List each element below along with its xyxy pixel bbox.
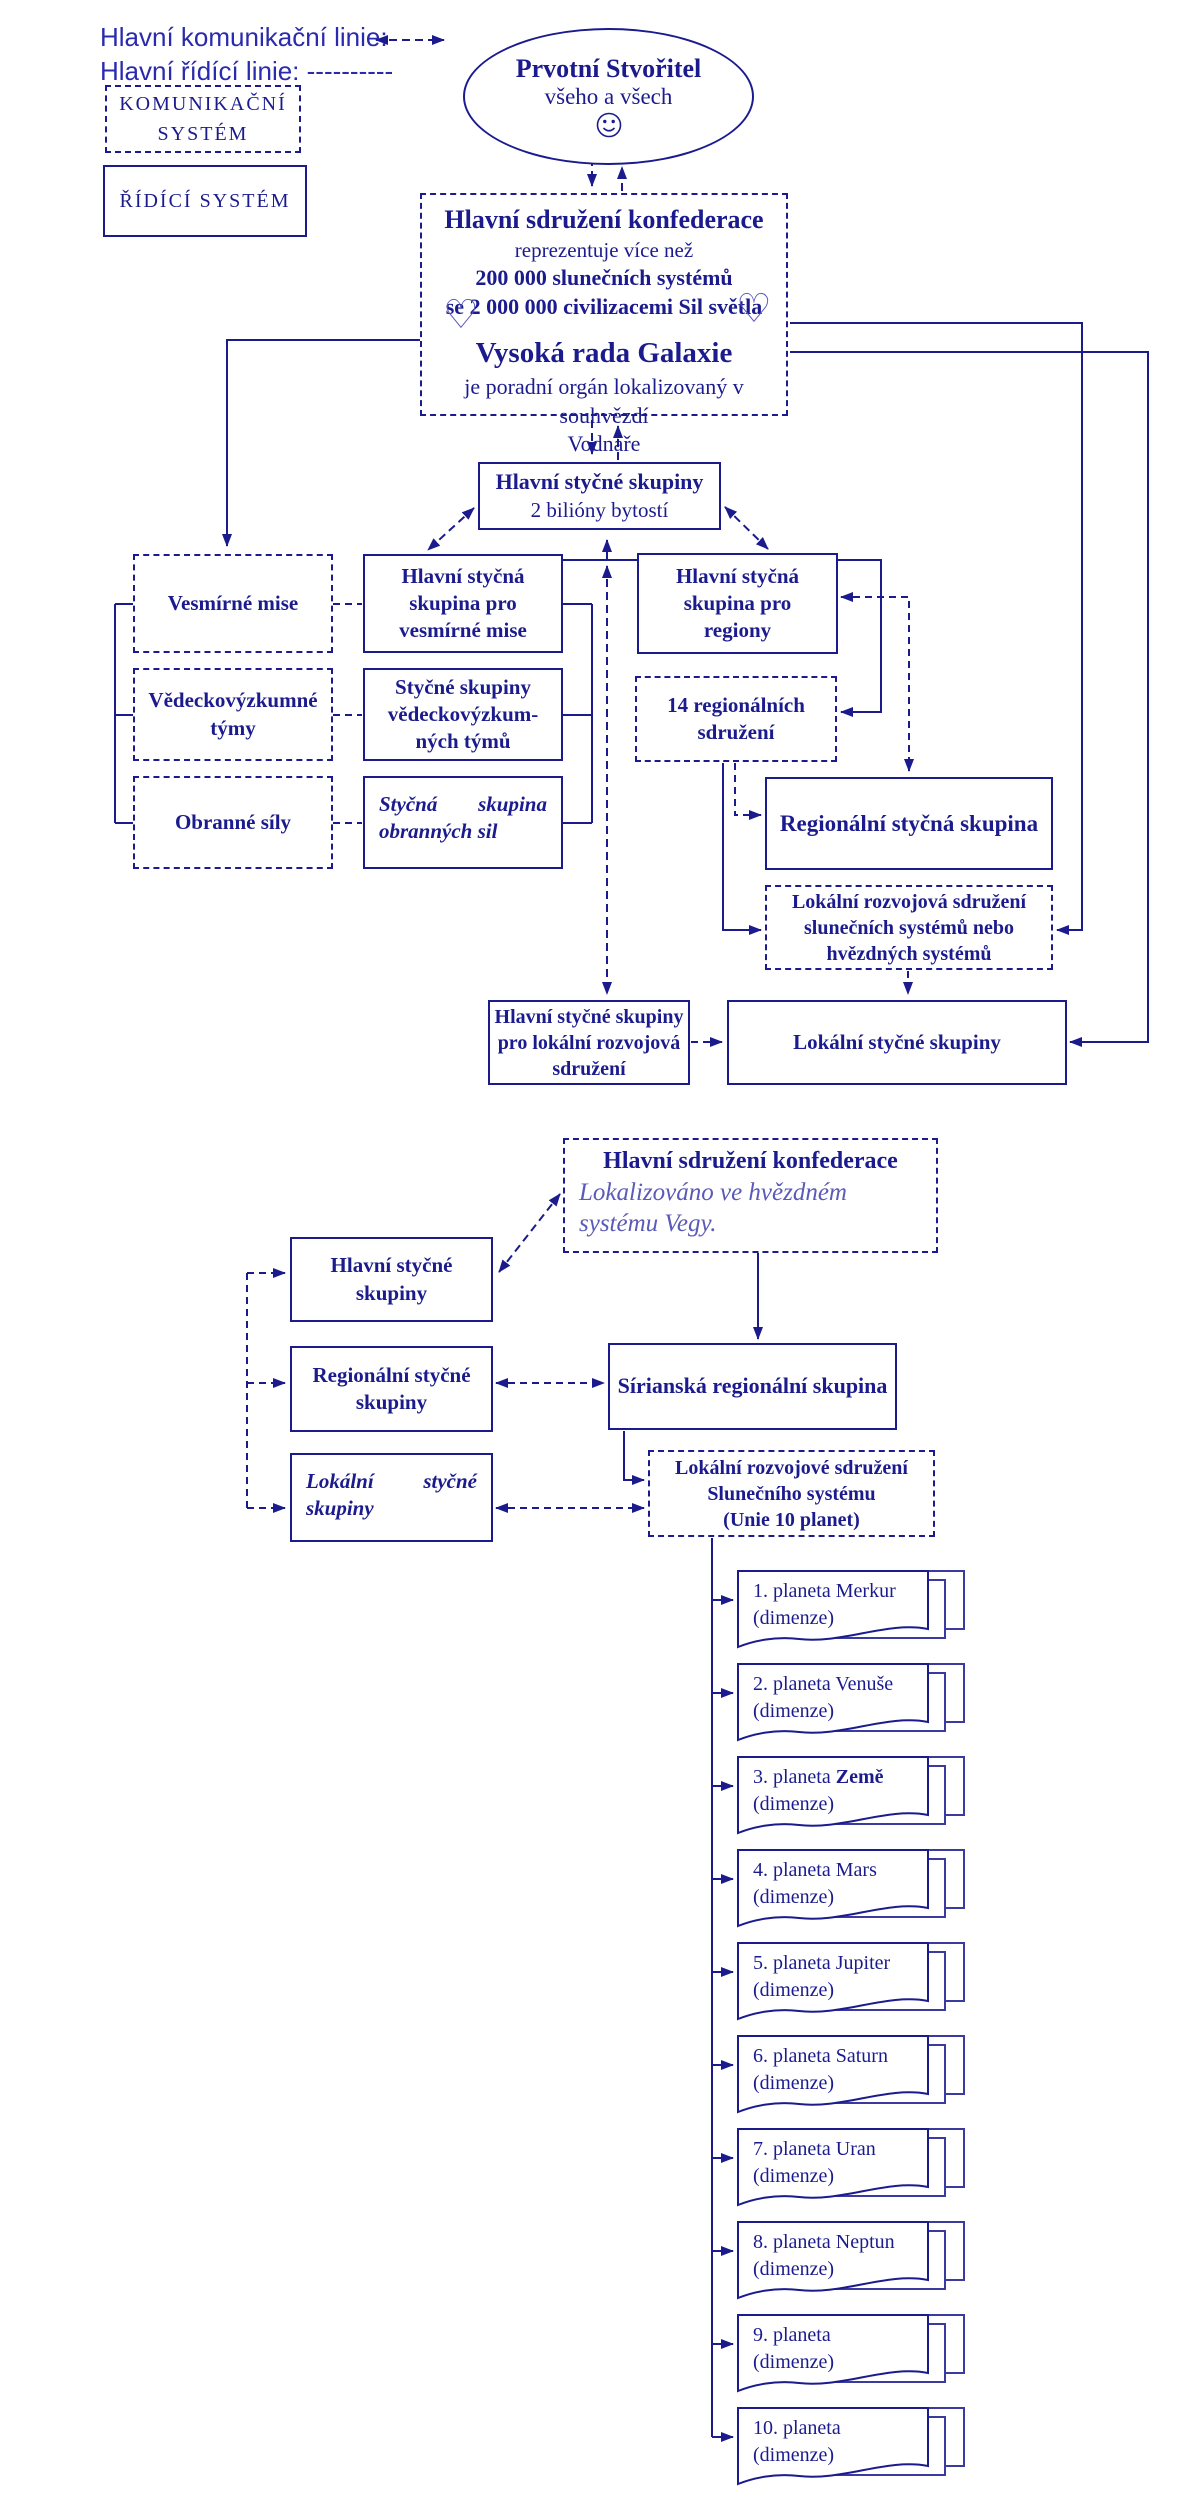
connector-conf-missions [222,339,420,547]
local-liaison-box: Lokální styčné skupiny [727,1000,1067,1085]
local-liaison2-line-2: skupiny [306,1496,374,1521]
planet-page-front [737,2035,929,2114]
connector-14reg-localdev [722,763,762,935]
planet-label: 3. planeta Země(dimenze) [753,1766,884,1815]
planet-page-front [737,1570,929,1649]
legend-control-label: Hlavní řídící linie: ---------- [100,56,394,86]
local-liaison2-word-2: styčné [423,1469,477,1493]
space-missions-box: Vesmírné mise [133,554,333,653]
defense-liaison-box: Styčná skupina obranných sil [363,776,563,869]
confederation2-box: Hlavní sdružení konfederace Lokalizováno… [563,1138,938,1253]
planet-item: 6. planeta Saturn(dimenze) [737,2035,969,2130]
planet-label: 7. planeta Uran(dimenze) [753,2138,876,2187]
local-liaison2-word-1: Lokální [306,1469,374,1493]
legend-control-system-box: ŘÍDÍCÍ SYSTÉM [103,165,307,237]
confederation-line-2: 200 000 slunečních systémů [475,265,733,291]
defense-liaison-word-2: skupina [478,792,547,816]
main-liaison-subtitle: 2 bilióny bytostí [530,497,669,522]
connector-liaison-missions [427,507,475,551]
council-line-2: Vodnáře [567,431,641,457]
planet-item: 8. planeta Neptun(dimenze) [737,2221,969,2316]
local-liaison2-box: Lokální styčné skupiny [290,1453,493,1542]
council-line-1: je poradní orgán lokalizovaný v souhvězd… [464,373,744,428]
planet-page-front [737,1942,929,2021]
sirius-regional-box: Sírianská regionální skupina [608,1343,897,1430]
planet-item: 5. planeta Jupiter(dimenze) [737,1942,969,2037]
confederation-line-1: reprezentuje více než [514,237,694,262]
planet-page-front [737,2128,929,2207]
legend-control-system-label: ŘÍDÍCÍ SYSTÉM [119,190,291,212]
planet-page-front [737,2221,929,2300]
planet-label: 2. planeta Venuše(dimenze) [753,1673,894,1722]
planet-item: 7. planeta Uran(dimenze) [737,2128,969,2223]
planet-page-front [737,2407,929,2486]
planet-page-front [737,2314,929,2393]
confederation-title: Hlavní sdružení konfederace [444,205,764,234]
confederation-box: Hlavní sdružení konfederace reprezentuje… [420,193,788,456]
planet-label: 8. planeta Neptun(dimenze) [753,2231,895,2280]
connector2-sirius-localdev [623,1431,645,1485]
defense-liaison-word-1: Styčná [379,792,438,816]
confederation2-title: Hlavní sdružení konfederace [603,1148,898,1174]
planet-label: 5. planeta Jupiter(dimenze) [753,1952,891,2001]
heart-icon-right: ♡ [736,286,772,332]
planet-page-front [737,1663,929,1742]
connector-regions-regliaison [840,592,914,772]
confederation2-location: Lokalizováno ve hvězdném systému Vegy. [579,1179,847,1238]
planet-page-front [737,1849,929,1928]
planet-item: 3. planeta Země(dimenze) [737,1756,969,1851]
defense-liaison-line-2: obranných sil [379,819,498,844]
local-liaison2-line-1: Lokální styčné [306,1468,477,1495]
planet-label: 4. planeta Mars(dimenze) [753,1859,877,1908]
planet-item: 10. planeta(dimenze) [737,2407,969,2502]
main-liaison-title: Hlavní styčné skupiny [495,469,704,495]
planet-page-front [737,1756,929,1835]
connector-liaison-regions [724,506,769,550]
planet-item: 9. planeta(dimenze) [737,2314,969,2409]
regional-liaison-box: Regionální styčná skupina [765,777,1053,870]
planet-item: 1. planeta Merkur(dimenze) [737,1570,969,1665]
creator-ellipse: Prvotní Stvořitel všeho a všech [463,28,754,165]
smiley-icon [596,112,621,137]
council-title: Vysoká rada Galaxie [475,337,733,370]
planet-label: 10. planeta(dimenze) [753,2417,841,2466]
connector-14reg-regliaison [734,763,762,820]
defense-forces-box: Obranné síly [133,776,333,869]
planet-label: 6. planeta Saturn(dimenze) [753,2045,888,2094]
defense-liaison-line-1: Styčná skupina [379,791,547,818]
creator-subtitle: všeho a všech [544,83,673,109]
planet-item: 4. planeta Mars(dimenze) [737,1849,969,1944]
connector2-conf-mainliaison [498,1193,561,1273]
creator-title: Prvotní Stvořitel [515,53,702,83]
confederation-line-3: se 2 000 000 civilizacemi Sil světla [445,293,763,319]
legend-communication-label: Hlavní komunikační linie: [100,22,388,52]
main-liaison-box: Hlavní styčné skupiny 2 bilióny bytostí [478,462,721,530]
heart-icon-left: ♡ [443,292,479,338]
planet-item: 2. planeta Venuše(dimenze) [737,1663,969,1758]
planet-label: 1. planeta Merkur(dimenze) [753,1580,896,1629]
planet-label: 9. planeta(dimenze) [753,2324,835,2373]
